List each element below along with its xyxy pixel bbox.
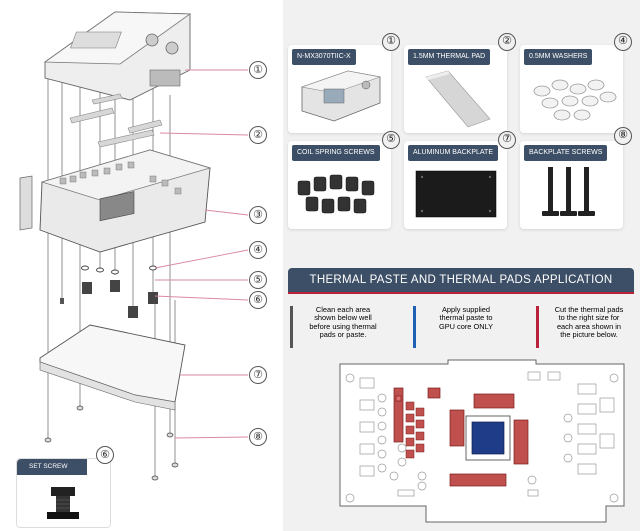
part-number: ⑦ <box>498 131 516 149</box>
instruction-line: Cut the thermal pads <box>554 305 624 314</box>
callout-8: ⑧ <box>249 428 267 446</box>
callout-6: ⑥ <box>249 291 267 309</box>
callout-7: ⑦ <box>249 366 267 384</box>
gpu-core-area <box>471 421 505 455</box>
instruction-line: the picture below. <box>560 330 618 340</box>
instruction-line: pads or paste. <box>319 330 367 340</box>
thermal-pads-drawing <box>69 93 163 148</box>
callout-1: ① <box>249 61 267 79</box>
washers-drawing <box>81 265 157 275</box>
spring-screws-icon <box>297 174 375 214</box>
pcb-layout-diagram <box>339 359 625 523</box>
circuit-board-drawing <box>19 149 212 253</box>
instruction-line: shown below well <box>314 313 372 323</box>
part-number: ⑧ <box>614 127 632 145</box>
instruction-line: to the right size for <box>558 313 620 323</box>
callout-4: ④ <box>249 241 267 259</box>
backplate-screws-icon <box>542 167 595 216</box>
callout-2: ② <box>249 126 267 144</box>
part-number: ② <box>498 33 516 51</box>
part-label: COIL SPRING SCREWS <box>292 145 380 161</box>
thermal-pad-icon <box>425 70 491 128</box>
water-block-icon <box>300 70 382 122</box>
part-card-water-block: N-MX3070TIIC-X <box>288 45 391 133</box>
part-number: ④ <box>614 33 632 51</box>
part-number: ① <box>382 33 400 51</box>
part-card-thermal-pad: 1.5MM THERMAL PAD <box>404 45 507 133</box>
instruction-line: GPU core ONLY <box>438 321 494 331</box>
instruction-bar <box>413 306 416 348</box>
set-screw-label: SET SCREW <box>17 459 87 475</box>
instruction-line: before using thermal <box>309 321 377 331</box>
section-title: THERMAL PASTE AND THERMAL PADS APPLICATI… <box>288 268 634 292</box>
instruction-paste: Apply supplied thermal paste to GPU core… <box>413 305 513 348</box>
part-number: ⑤ <box>382 131 400 149</box>
part-card-spring-screws: COIL SPRING SCREWS <box>288 141 391 229</box>
exploded-assembly-drawing <box>19 11 249 481</box>
part-card-backplate: ALUMINUM BACKPLATE <box>404 141 507 229</box>
callout-3: ③ <box>249 206 267 224</box>
part-label: 1.5MM THERMAL PAD <box>408 49 491 65</box>
set-screw-icon <box>47 487 79 519</box>
set-screw-number: ⑥ <box>96 446 114 464</box>
instruction-line: thermal paste to <box>439 313 493 323</box>
instruction-line: each area shown in <box>556 321 622 331</box>
part-card-washers: 0.5MM WASHERS <box>520 45 623 133</box>
instruction-line: Clean each area <box>315 305 371 314</box>
part-label: ALUMINUM BACKPLATE <box>408 145 498 161</box>
spring-screws-drawing <box>60 280 158 318</box>
backplate-icon <box>415 170 497 218</box>
callout-5: ⑤ <box>249 271 267 289</box>
washers-icon <box>533 79 617 121</box>
water-block-drawing <box>43 11 192 101</box>
part-card-backplate-screws: BACKPLATE SCREWS <box>520 141 623 229</box>
instruction-bar <box>536 306 539 348</box>
instruction-bar <box>290 306 293 348</box>
exploded-view-panel: ① ② ③ ④ ⑤ ⑥ ⑦ ⑧ SET SCREW ⑥ <box>0 0 283 531</box>
part-label: 0.5MM WASHERS <box>524 49 593 65</box>
section-title-underline <box>288 292 634 294</box>
part-label: BACKPLATE SCREWS <box>524 145 608 161</box>
instruction-pads: Cut the thermal pads to the right size f… <box>536 305 636 348</box>
backplate-drawing <box>39 324 186 411</box>
instruction-line: Apply supplied <box>441 305 491 314</box>
part-label: N-MX3070TIIC-X <box>292 49 356 65</box>
backplate-screws-drawing <box>44 405 179 481</box>
set-screw-card: SET SCREW <box>16 458 111 528</box>
instruction-clean: Clean each area shown below well before … <box>290 305 390 348</box>
